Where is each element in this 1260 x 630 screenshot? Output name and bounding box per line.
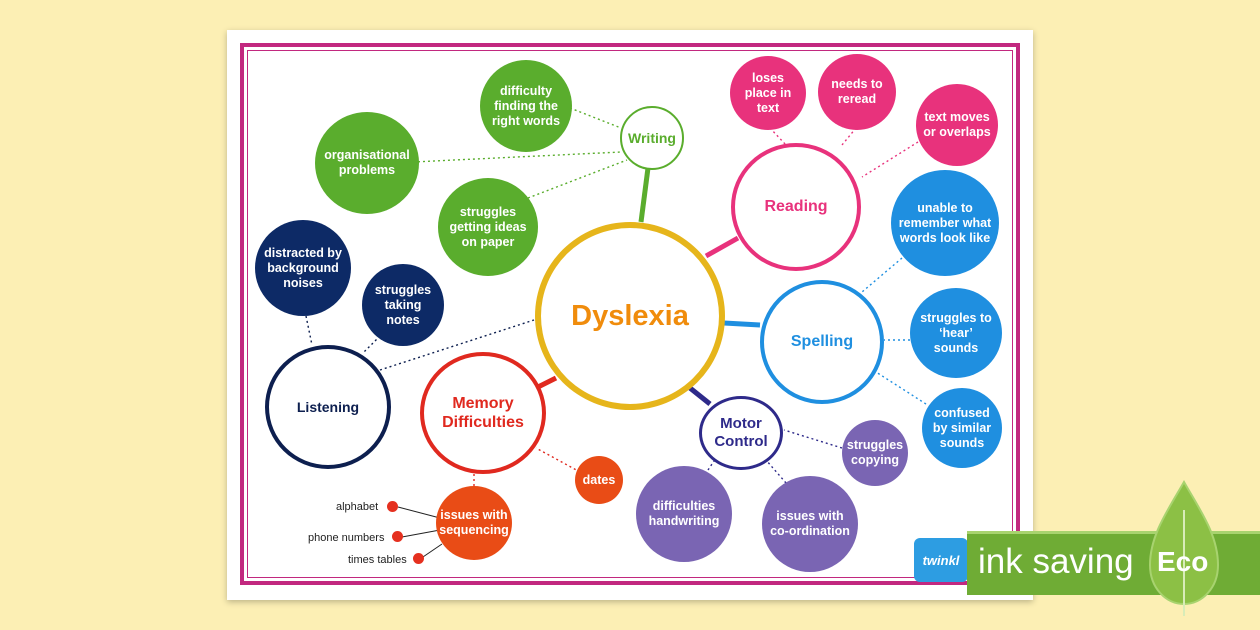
listening-node: Listening: [265, 345, 391, 469]
dotted-reading-3: [861, 141, 919, 178]
eco-label: Eco: [1157, 546, 1209, 577]
reading-label: Reading: [764, 198, 828, 216]
motor-item-difficulties-handwriting: difficulties handwriting: [636, 466, 732, 562]
connector-writing: [638, 167, 651, 223]
center-label: Dyslexia: [571, 299, 689, 332]
reading-item-needs-to-reread: needs to reread: [818, 54, 896, 130]
connector-spelling: [723, 320, 761, 328]
dotted-writing-2: [412, 151, 622, 163]
motor-control-label: Motor Control: [714, 415, 768, 450]
spelling-node: Spelling: [760, 280, 884, 404]
writing-item-difficulty-finding-words: difficulty finding the right words: [480, 60, 572, 152]
connector-memory: [536, 375, 558, 390]
line-alphabet: [397, 506, 441, 519]
spelling-item-unable-to-remember: unable to remember what words look like: [891, 170, 999, 276]
ink-saving-text: ink saving: [978, 542, 1134, 581]
writing-item-organisational-problems: organisational problems: [315, 112, 419, 214]
dotted-listening-1: [305, 315, 313, 346]
listening-item-struggles-taking-notes: struggles taking notes: [362, 264, 444, 346]
reading-node: Reading: [731, 143, 861, 271]
memory-item-issues-with-sequencing: issues with sequencing: [436, 486, 512, 560]
dotted-memory-1: [535, 447, 581, 473]
spelling-item-struggles-to-hear: struggles to ‘hear’ sounds: [910, 288, 1002, 378]
dot-alphabet: [387, 501, 398, 512]
memory-difficulties-label: Memory Difficulties: [442, 394, 524, 431]
connector-reading: [704, 235, 740, 259]
memory-item-dates: dates: [575, 456, 623, 504]
eco-leaf-icon: [1148, 480, 1220, 616]
twinkl-logo: twinkl: [914, 538, 968, 582]
dotted-spelling-3: [875, 371, 927, 405]
reading-item-text-moves: text moves or overlaps: [916, 84, 998, 166]
dot-times-tables: [413, 553, 424, 564]
writing-item-struggles-getting-ideas: struggles getting ideas on paper: [438, 178, 538, 276]
listening-item-distracted: distracted by background noises: [255, 220, 351, 316]
connector-motor: [688, 386, 712, 406]
reading-item-loses-place: loses place in text: [730, 56, 806, 130]
dotted-reading-2: [841, 127, 857, 146]
listening-label: Listening: [296, 398, 360, 415]
poster-frame: [240, 43, 1020, 585]
writing-node: Writing: [620, 106, 684, 170]
line-phone-numbers: [401, 529, 441, 538]
dotted-motor-1: [783, 429, 843, 449]
dotted-reading-1: [769, 127, 787, 146]
dotted-writing-1: [569, 107, 622, 129]
writing-label: Writing: [628, 129, 676, 146]
poster-frame-inner: [247, 50, 1013, 578]
center-dyslexia: Dyslexia: [535, 222, 725, 410]
motor-item-struggles-copying: struggles copying: [842, 420, 908, 486]
dotted-writing-3: [527, 159, 628, 199]
sequencing-example-times-tables: times tables: [348, 554, 407, 566]
dotted-motor-2: [765, 459, 787, 484]
dotted-listening-center: [379, 319, 535, 371]
motor-control-node: Motor Control: [699, 396, 783, 470]
spelling-label: Spelling: [790, 333, 854, 351]
dot-phone-numbers: [392, 531, 403, 542]
sequencing-example-alphabet: alphabet: [336, 501, 379, 513]
dotted-listening-2: [363, 335, 381, 353]
dotted-spelling-1: [861, 257, 903, 293]
motor-item-coordination: issues with co-ordination: [762, 476, 858, 572]
memory-difficulties-node: Memory Difficulties: [420, 352, 546, 474]
spelling-item-confused-similar-sounds: confused by similar sounds: [922, 388, 1002, 468]
sequencing-example-phone-numbers: phone numbers: [308, 532, 385, 544]
